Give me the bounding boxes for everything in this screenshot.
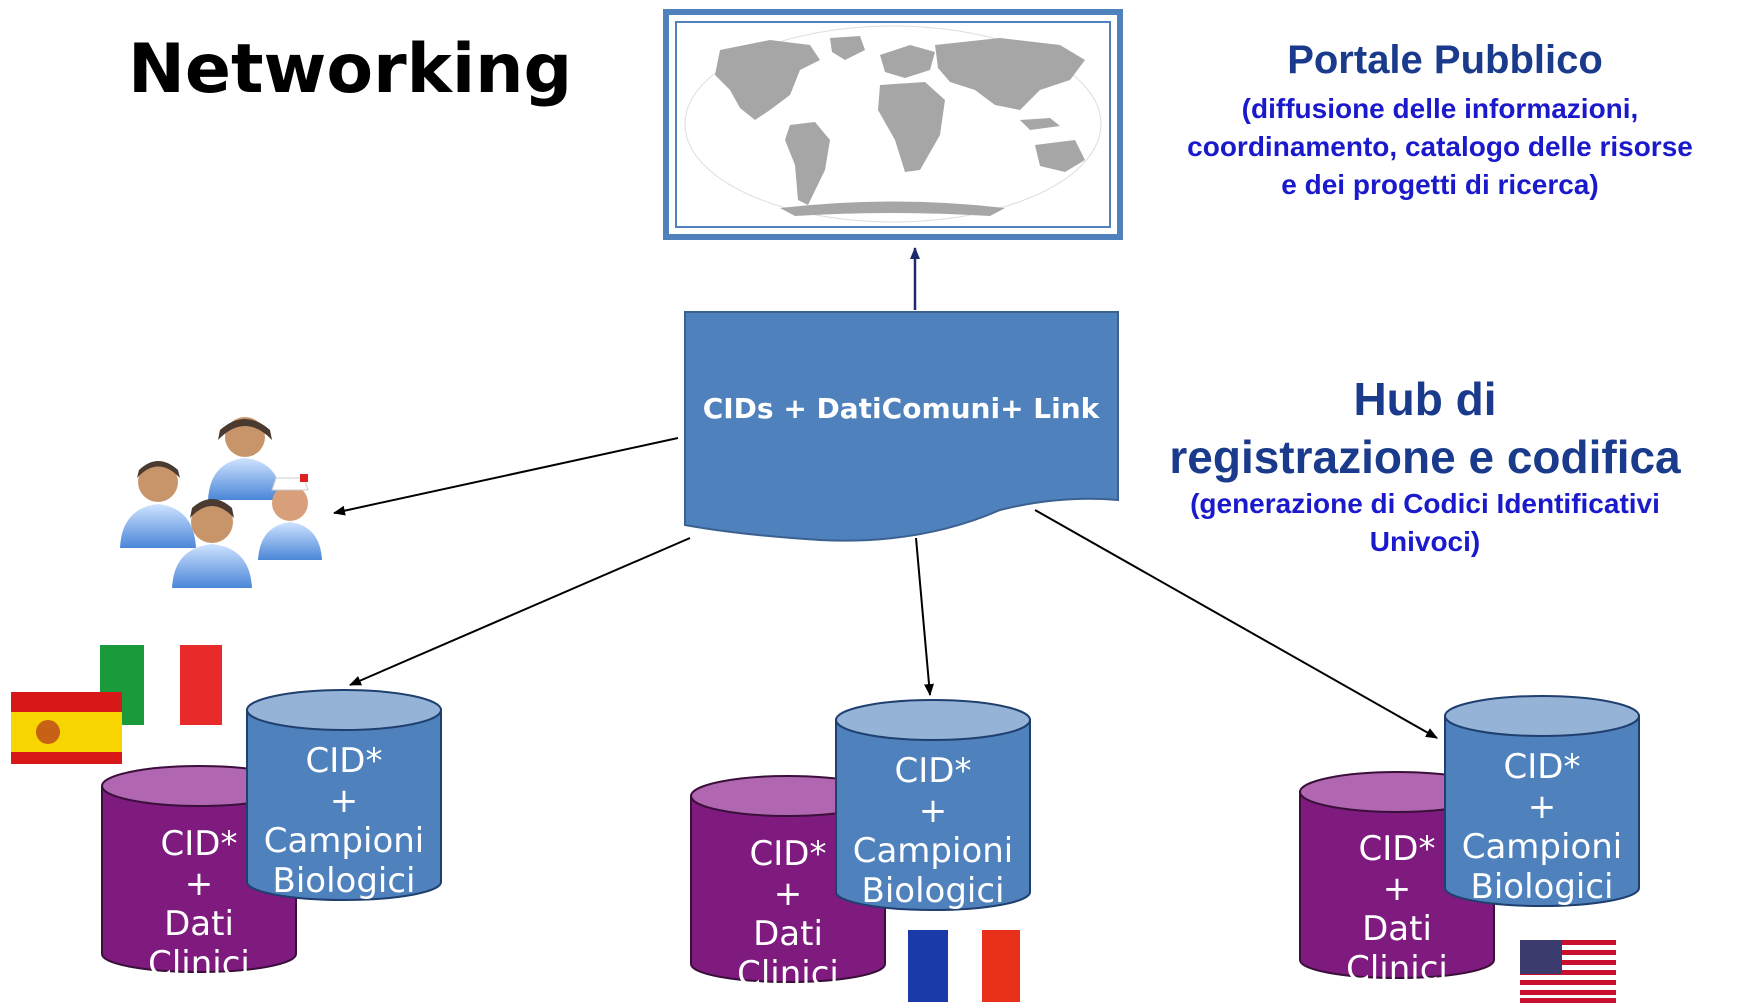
db-label: + (185, 864, 214, 904)
hub-description: (generazione di Codici Identificativi Un… (1130, 485, 1720, 561)
portal-desc-line: (diffusione delle informazioni, (1241, 93, 1639, 124)
db-label: Dati (164, 904, 234, 944)
site-right: CID* + Dati Clinici CID* + Campioni Biol… (1299, 695, 1640, 989)
biological-database: CID* + Campioni Biologici (246, 689, 442, 901)
hub-title-line: Hub di (1353, 373, 1497, 425)
db-label: + (1528, 787, 1557, 827)
portal-desc-line: coordinamento, catalogo delle risorse (1187, 131, 1693, 162)
db-label: Clinici (737, 954, 839, 994)
db-label: Biologici (862, 871, 1005, 911)
db-label: CID* (161, 824, 238, 864)
hub-title-line: registrazione e codifica (1169, 431, 1681, 483)
db-label: + (774, 874, 803, 914)
arrow-to-site-left (349, 537, 691, 686)
flag-usa-icon (1520, 940, 1616, 1003)
db-label: Dati (753, 914, 823, 954)
hub-title: Hub di registrazione e codifica (1110, 370, 1738, 486)
site-left: CID* + Dati Clinici CID* + Campioni Biol… (101, 689, 442, 984)
db-label: + (1383, 869, 1412, 909)
central-document: CIDs + DatiComuni+ Link (684, 311, 1119, 542)
db-label: CID* (1359, 829, 1436, 869)
db-label: Dati (1362, 909, 1432, 949)
db-label: Biologici (1471, 867, 1614, 907)
db-label: Campioni (853, 831, 1014, 871)
hub-desc-line: Univoci) (1369, 526, 1481, 557)
arrow-to-site-center (915, 537, 935, 696)
portal-title: Portale Pubblico (1287, 38, 1603, 82)
db-label: Campioni (1462, 827, 1623, 867)
biological-database: CID* + Campioni Biologici (1444, 695, 1640, 907)
hub-desc-line: (generazione di Codici Identificativi (1190, 488, 1660, 519)
document-label: CIDs + DatiComuni+ Link (703, 392, 1101, 425)
biological-database: CID* + Campioni Biologici (835, 699, 1031, 911)
site-center: CID* + Dati Clinici CID* + Campioni Biol… (690, 699, 1031, 994)
db-label: CID* (895, 751, 972, 791)
page-title: Networking (128, 30, 573, 109)
arrow-to-people (333, 437, 679, 516)
flag-spain-icon (11, 692, 122, 764)
db-label: + (330, 781, 359, 821)
db-label: Campioni (264, 821, 425, 861)
flag-france-icon (908, 930, 1020, 1002)
db-label: CID* (306, 741, 383, 781)
db-label: Biologici (273, 861, 416, 901)
portal-desc-line: e dei progetti di ricerca) (1281, 169, 1599, 200)
flag-italy-icon (100, 645, 222, 725)
db-label: Clinici (148, 944, 250, 984)
world-map-icon (663, 9, 1123, 240)
db-label: CID* (1504, 747, 1581, 787)
db-label: + (919, 791, 948, 831)
db-label: CID* (750, 834, 827, 874)
db-label: Clinici (1346, 949, 1448, 989)
people-group-icon (120, 417, 322, 588)
arrow-to-site-right (1034, 509, 1438, 739)
portal-description: (diffusione delle informazioni, coordina… (1130, 90, 1738, 204)
